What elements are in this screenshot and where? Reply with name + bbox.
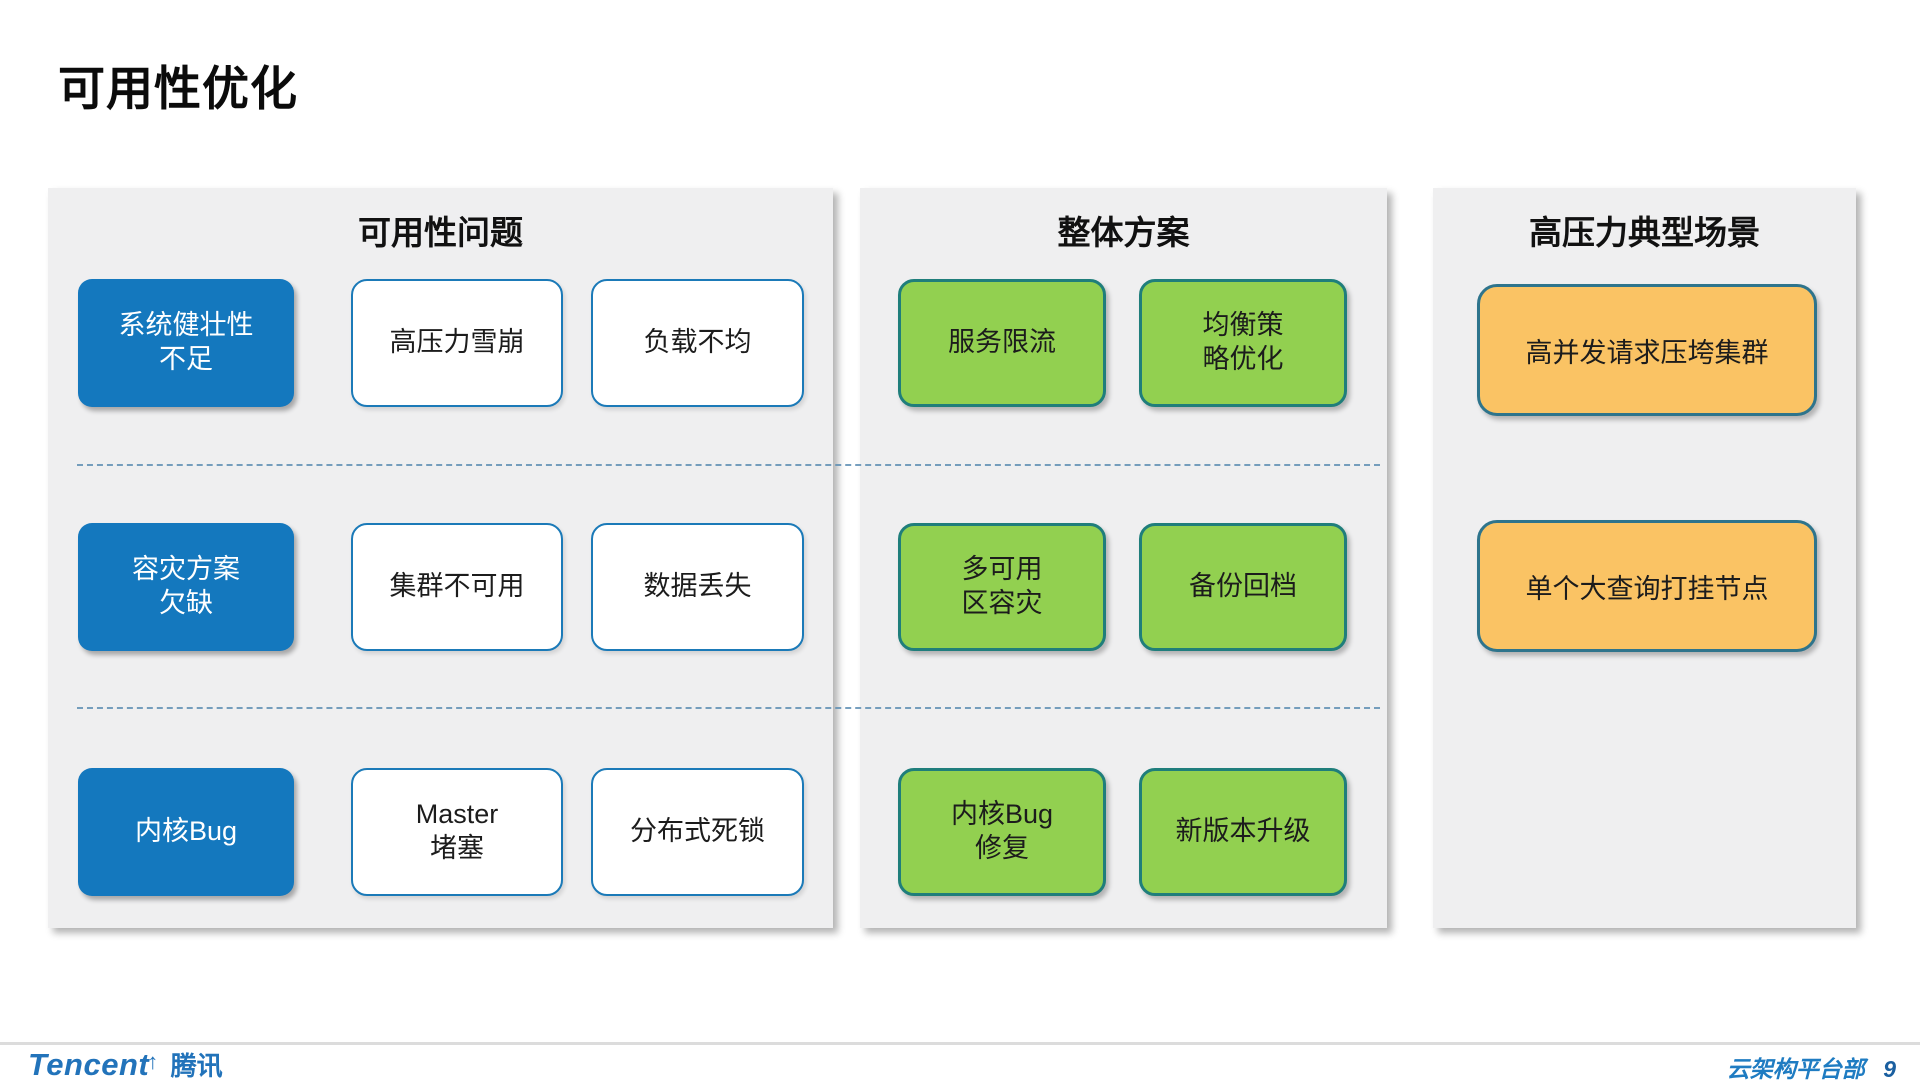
scenario-box-high-concurrency: 高并发请求压垮集群	[1477, 284, 1817, 416]
solution-box-kernel-fix: 内核Bug 修复	[898, 768, 1106, 896]
footer-divider-line	[0, 1042, 1920, 1045]
dashed-divider-2	[77, 707, 1380, 709]
dashed-divider-1	[77, 464, 1380, 466]
solution-box-backup-restore: 备份回档	[1139, 523, 1347, 651]
issue-box-avalanche: 高压力雪崩	[351, 279, 563, 407]
problem-box-disaster-recovery: 容灾方案 欠缺	[78, 523, 294, 651]
problem-row-2: 容灾方案 欠缺 集群不可用 数据丢失	[48, 523, 833, 651]
slide-title: 可用性优化	[58, 62, 298, 115]
issue-box-load-imbalance: 负载不均	[591, 279, 804, 407]
problem-box-kernel-bug: 内核Bug	[78, 768, 294, 896]
solution-row-3: 内核Bug 修复 新版本升级	[860, 768, 1387, 896]
tencent-logo-chinese: 腾讯	[170, 1051, 223, 1081]
solution-row-2: 多可用 区容灾 备份回档	[860, 523, 1387, 651]
tencent-logo: Tencent↑ 腾讯	[28, 1046, 223, 1083]
solution-row-1: 服务限流 均衡策 略优化	[860, 279, 1387, 407]
issue-box-master-block: Master 堵塞	[351, 768, 563, 896]
solution-box-balance-strategy: 均衡策 略优化	[1139, 279, 1347, 407]
panel-header-problems: 可用性问题	[358, 214, 523, 251]
problem-row-1: 系统健壮性 不足 高压力雪崩 负载不均	[48, 279, 833, 407]
tencent-logo-wordmark: Tencent	[28, 1047, 150, 1082]
panel-overall-solution: 整体方案 服务限流 均衡策 略优化 多可用 区容灾 备份回档 内核Bug 修复 …	[860, 188, 1387, 928]
panel-header-scenarios: 高压力典型场景	[1529, 214, 1760, 251]
solution-box-version-upgrade: 新版本升级	[1139, 768, 1347, 896]
footer-department: 云架构平台部	[1726, 1056, 1865, 1082]
page-number: 9	[1883, 1056, 1896, 1082]
tencent-logo-arrow-icon: ↑	[147, 1049, 159, 1074]
issue-box-data-loss: 数据丢失	[591, 523, 804, 651]
panel-header-solution: 整体方案	[1057, 214, 1190, 251]
solution-box-rate-limit: 服务限流	[898, 279, 1106, 407]
panel-high-pressure-scenarios: 高压力典型场景 高并发请求压垮集群 单个大查询打挂节点	[1433, 188, 1856, 928]
problem-box-robustness: 系统健壮性 不足	[78, 279, 294, 407]
scenario-box-big-query: 单个大查询打挂节点	[1477, 520, 1817, 652]
problem-row-3: 内核Bug Master 堵塞 分布式死锁	[48, 768, 833, 896]
footer-right: 云架构平台部 9	[1727, 1050, 1896, 1084]
panel-availability-problems: 可用性问题 系统健壮性 不足 高压力雪崩 负载不均 容灾方案 欠缺 集群不可用 …	[48, 188, 833, 928]
solution-box-multi-az: 多可用 区容灾	[898, 523, 1106, 651]
issue-box-distributed-deadlock: 分布式死锁	[591, 768, 804, 896]
issue-box-cluster-unavailable: 集群不可用	[351, 523, 563, 651]
